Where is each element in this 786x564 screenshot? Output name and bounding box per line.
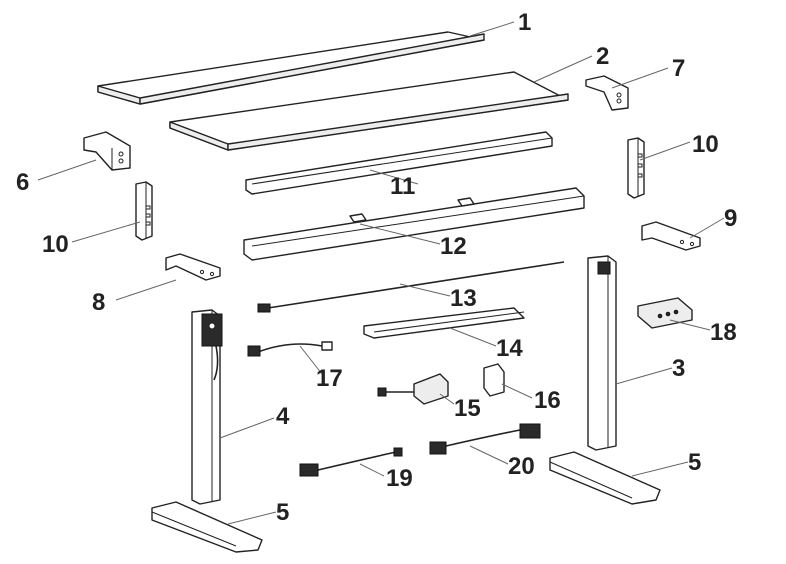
callout-1: 1 <box>518 9 531 36</box>
callout-9: 9 <box>724 205 737 232</box>
part-15-control-box <box>377 373 449 405</box>
callout-14: 14 <box>496 335 523 362</box>
callout-12: 12 <box>440 233 467 260</box>
callout-8: 8 <box>92 289 105 316</box>
part-14-cable-tray <box>363 307 525 339</box>
callout-19: 19 <box>386 465 413 492</box>
callout-5-left: 5 <box>276 499 289 526</box>
callout-6: 6 <box>16 169 29 196</box>
callout-3: 3 <box>672 355 685 382</box>
callout-13: 13 <box>450 285 477 312</box>
callout-2: 2 <box>596 43 609 70</box>
callout-17: 17 <box>316 365 343 392</box>
part-10-bracket-left <box>135 181 153 241</box>
part-9-bracket <box>641 221 701 251</box>
part-2-desktop-panel-bottom <box>169 71 569 151</box>
callout-16: 16 <box>534 387 561 414</box>
part-19-cable <box>299 447 403 477</box>
callout-labels: 1 2 7 6 10 10 11 9 12 8 13 14 18 3 17 4 … <box>16 9 737 526</box>
part-1-desktop-panel-top <box>97 31 485 105</box>
part-5-right-foot <box>549 451 661 505</box>
leader-lines <box>37 21 725 525</box>
callout-7: 7 <box>672 55 685 82</box>
part-6-bracket <box>83 131 131 171</box>
part-13-cable <box>257 261 565 313</box>
callout-4: 4 <box>276 403 290 430</box>
part-16-hook <box>483 363 505 397</box>
callout-5-right: 5 <box>688 449 701 476</box>
part-18-control-panel <box>637 297 693 329</box>
part-10-bracket-right <box>627 137 645 199</box>
part-8-bracket <box>165 253 221 281</box>
part-4-left-leg <box>191 309 223 505</box>
part-11-crossbar <box>245 131 553 195</box>
callout-15: 15 <box>454 395 481 422</box>
part-3-right-leg <box>587 255 617 451</box>
part-12-main-beam <box>243 187 585 261</box>
part-7-bracket <box>585 75 629 111</box>
part-5-left-foot <box>151 501 263 553</box>
callout-11: 11 <box>390 173 415 200</box>
callout-20: 20 <box>508 453 535 480</box>
callout-10-left: 10 <box>42 231 69 258</box>
part-20-cable <box>429 423 541 455</box>
part-17-power-cord <box>247 341 333 357</box>
callout-10-right: 10 <box>692 131 719 158</box>
callout-18: 18 <box>710 319 737 346</box>
